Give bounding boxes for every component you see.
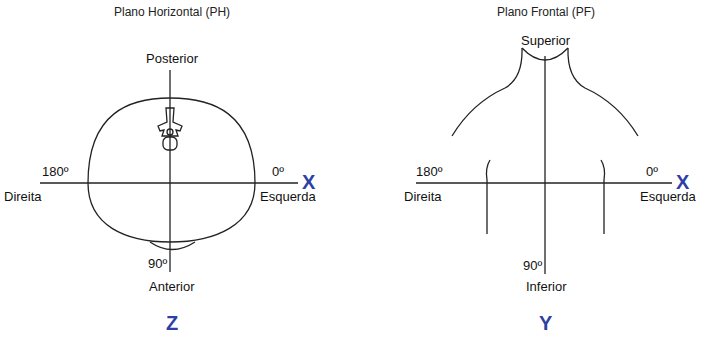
frontal-plane [416,48,672,274]
torso-section [88,98,255,242]
x-axis [416,182,672,183]
right-arm [601,160,605,234]
direction-label: 90º [523,258,542,274]
axis-name: Z [166,312,178,334]
direction-label: 180º [416,164,442,180]
direction-label: 0º [272,164,284,180]
direction-label: Anterior [149,279,195,295]
sternum-bulge [150,242,195,250]
left-shoulder [452,48,522,136]
direction-label: Direita [404,189,442,205]
left-arm [486,160,490,234]
direction-label: Esquerda [640,189,696,205]
horizontal-plane [40,70,298,272]
direction-label: Direita [4,189,42,205]
y-axis [544,56,545,274]
x-axis [40,182,298,183]
plane-title: Plano Frontal (PF) [497,4,595,20]
direction-label: Inferior [526,279,566,295]
z-axis [169,70,170,272]
direction-label: 90º [148,256,167,272]
direction-label: Superior [521,33,570,49]
direction-label: Esquerda [260,189,316,205]
direction-label: Posterior [146,51,198,67]
right-shoulder [568,48,638,136]
direction-label: 0º [646,164,658,180]
plane-title: Plano Horizontal (PH) [114,4,230,20]
axis-name: Y [539,312,552,334]
direction-label: 180º [42,164,68,180]
